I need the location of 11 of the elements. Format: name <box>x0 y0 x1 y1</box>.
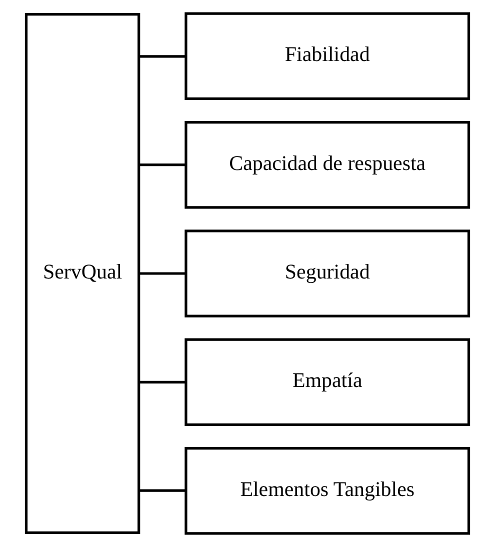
connector <box>138 380 186 384</box>
connector <box>138 55 186 58</box>
node-box: Capacidad de respuesta <box>184 120 470 209</box>
node-box: Empatía <box>184 338 470 426</box>
connector <box>138 164 186 166</box>
node-box: Seguridad <box>184 230 470 318</box>
connector <box>138 272 186 275</box>
node-box: Fiabilidad <box>184 12 470 100</box>
connector <box>138 489 186 492</box>
node-box: ServQual <box>24 12 140 534</box>
node-box: Elementos Tangibles <box>184 446 470 535</box>
